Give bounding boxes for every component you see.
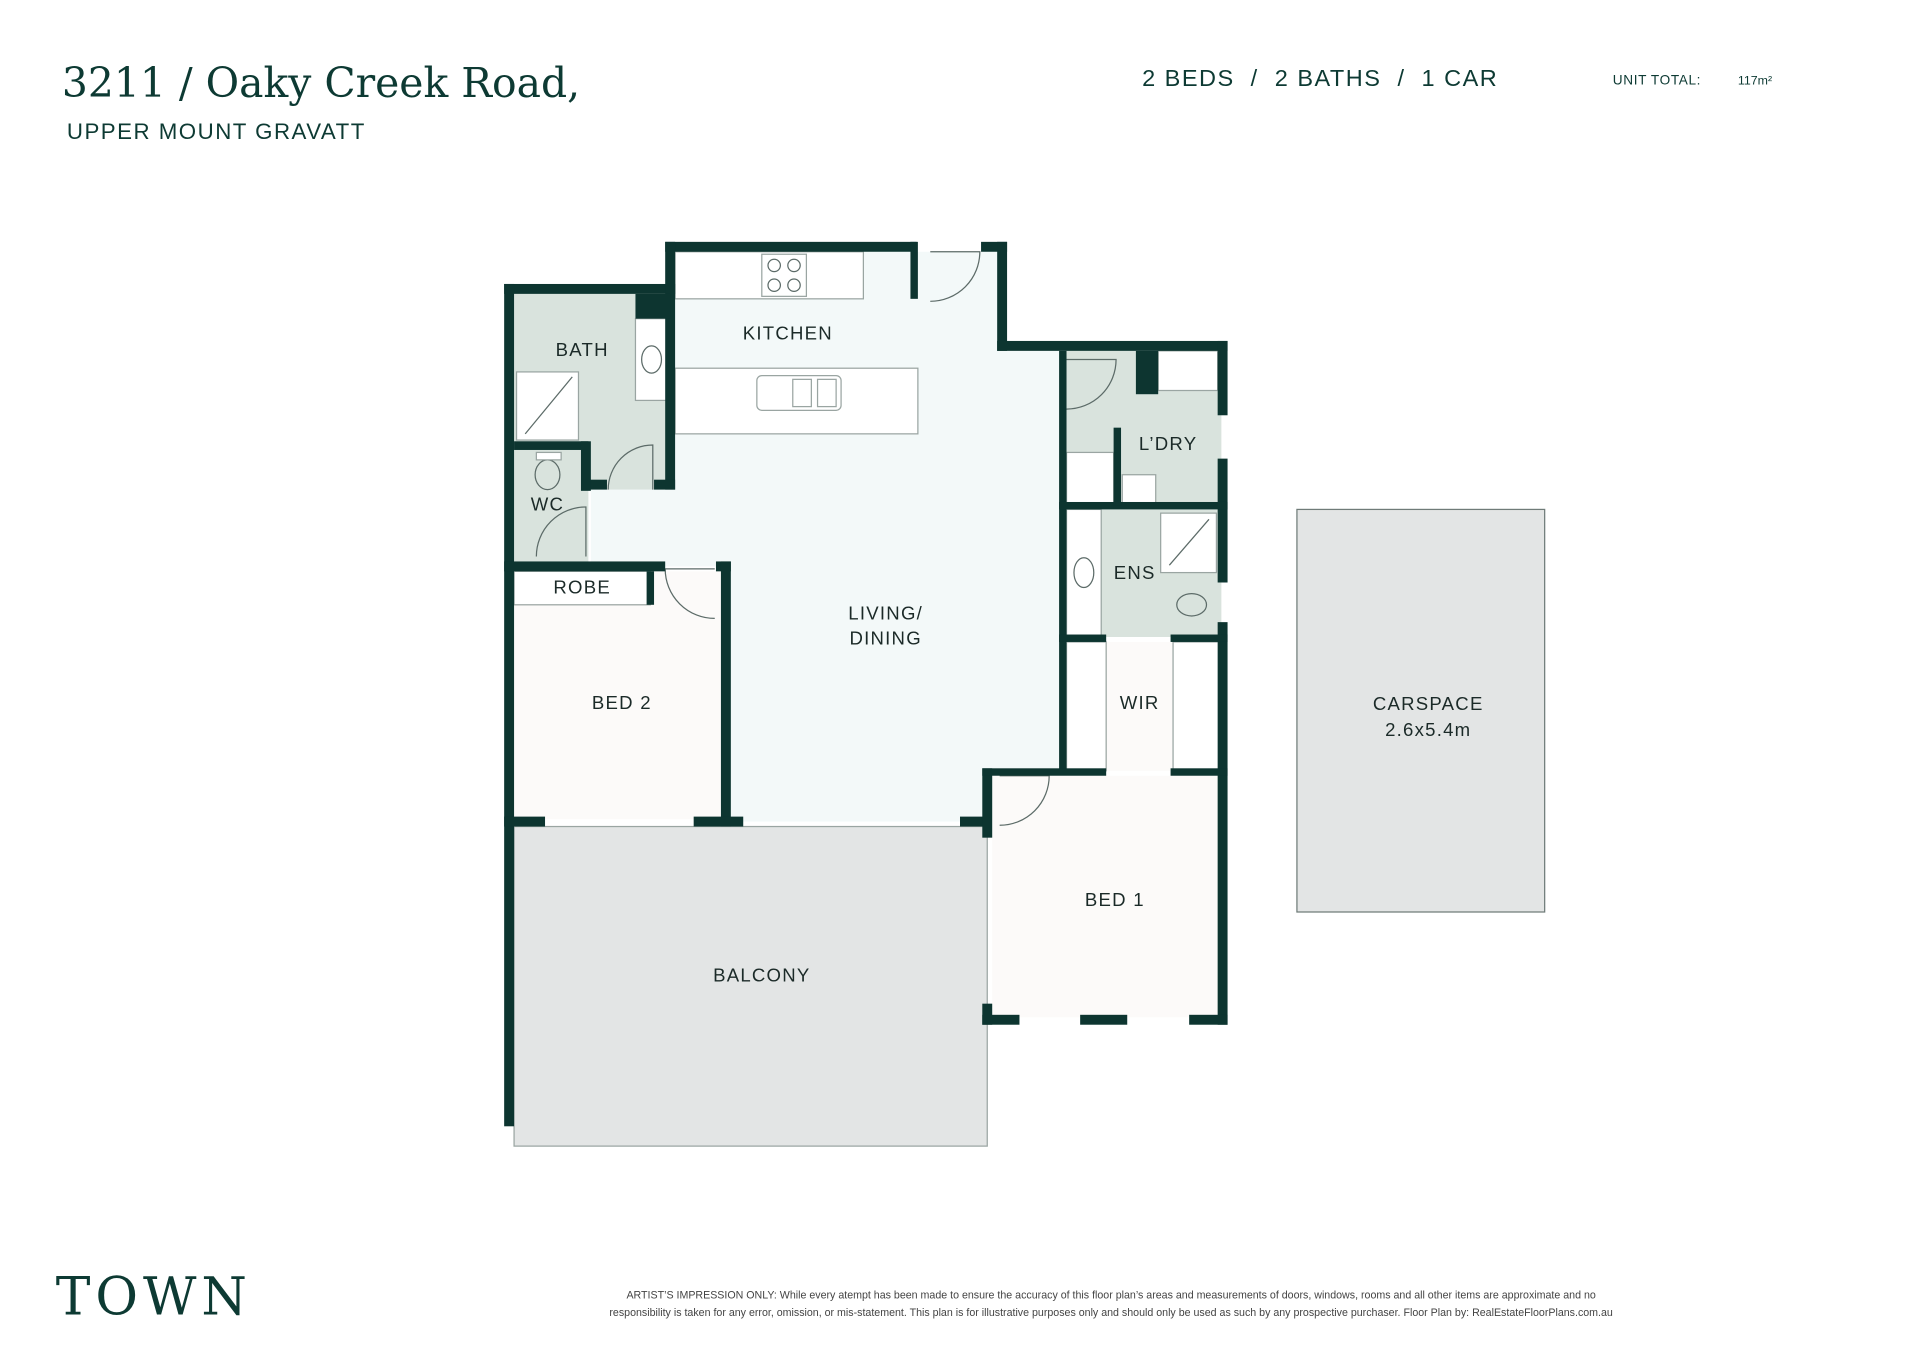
carspace-dimensions: 2.6x5.4m xyxy=(1385,719,1471,740)
room-label-wc: WC xyxy=(531,494,564,515)
ensuite-vanity xyxy=(1065,508,1102,638)
disclaimer-line-2: responsibility is taken for any error, o… xyxy=(609,1307,1613,1319)
bed1-fill xyxy=(992,775,1222,1018)
room-label-bed2: BED 2 xyxy=(592,692,652,713)
room-label-balcony: BALCONY xyxy=(713,964,810,985)
door-swing xyxy=(607,444,654,490)
wir-shelf-right xyxy=(1172,641,1222,772)
ensuite-toilet-icon xyxy=(1176,593,1208,617)
room-label-dining: DINING xyxy=(849,627,921,648)
bath-vanity xyxy=(634,318,671,402)
door-swing xyxy=(999,775,1050,826)
room-label-carspace: CARSPACE xyxy=(1373,693,1484,714)
laundry-cupboard-2 xyxy=(1065,451,1115,507)
room-label-robe: ROBE xyxy=(553,577,611,598)
laundry-cupboard xyxy=(1157,350,1219,392)
bed2-fill xyxy=(514,571,725,820)
basin-icon xyxy=(641,345,663,374)
walls xyxy=(504,241,1228,1127)
laundry-tub xyxy=(1121,474,1157,504)
door-swing xyxy=(664,568,715,620)
unit-total-value: 117m² xyxy=(1738,74,1772,88)
property-address-title: 3211 / Oaky Creek Road, xyxy=(62,59,580,107)
property-summary: 2 BEDS / 2 BATHS / 1 CAR xyxy=(1142,65,1498,91)
carspace-area xyxy=(1296,508,1546,913)
cooktop-icon xyxy=(761,253,808,297)
door-swing xyxy=(930,251,981,302)
door-swing xyxy=(535,506,587,557)
room-label-ensuite: ENS xyxy=(1114,562,1156,583)
fixtures xyxy=(513,251,1222,826)
room-label-bed1: BED 1 xyxy=(1085,889,1145,910)
room-label-living: LIVING/ xyxy=(848,603,923,624)
wir-shelf-left xyxy=(1065,641,1107,772)
room-label-wir: WIR xyxy=(1120,692,1160,713)
disclaimer-line-1: ARTIST’S IMPRESSION ONLY: While every at… xyxy=(626,1289,1595,1301)
property-suburb: UPPER MOUNT GRAVATT xyxy=(67,119,366,144)
town-logo: TOWN xyxy=(56,1268,252,1328)
room-label-bath: BATH xyxy=(556,339,609,360)
balcony-fill xyxy=(513,825,988,1147)
unit-total-label: UNIT TOTAL: xyxy=(1613,73,1701,88)
room-label-kitchen: KITCHEN xyxy=(743,323,833,344)
room-label-laundry: L’DRY xyxy=(1139,433,1198,454)
door-swing xyxy=(1066,358,1117,410)
